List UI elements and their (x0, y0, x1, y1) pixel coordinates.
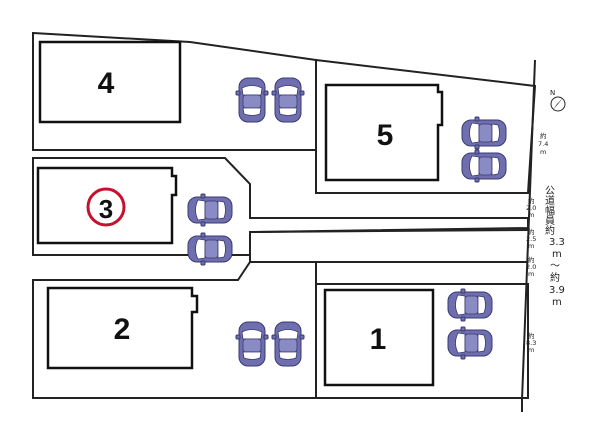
svg-text:m: m (528, 211, 534, 219)
lot-label-1: 1 (370, 323, 387, 356)
car-icon (461, 149, 507, 183)
dimension-2-5: 約 2.5 m (526, 227, 536, 250)
svg-text:m: m (528, 242, 534, 250)
svg-text:公道幅員約: 公道幅員約 (543, 185, 555, 236)
building-4 (38, 40, 182, 124)
access-road (249, 229, 529, 263)
car-icon (235, 321, 269, 367)
dimension-2-0-b: 約 2.0 m (526, 255, 536, 278)
svg-text:約: 約 (528, 331, 535, 340)
svg-text:2.5: 2.5 (526, 235, 536, 243)
svg-text:2.0: 2.0 (526, 204, 536, 212)
svg-text:m: m (552, 297, 562, 308)
car-icon (271, 77, 305, 123)
building-2 (46, 286, 199, 370)
car-icon (235, 77, 269, 123)
svg-text:3.3: 3.3 (549, 237, 565, 248)
compass-icon: N (550, 89, 566, 112)
svg-text:約: 約 (528, 227, 535, 236)
dimension-2-0-a: 約 2.0 m (526, 196, 536, 219)
svg-text:m: m (528, 270, 534, 278)
building-5 (324, 83, 444, 182)
car-icon (271, 321, 305, 367)
building-3 (36, 166, 178, 245)
lot-label-4: 4 (98, 67, 115, 100)
car-icon (187, 232, 233, 266)
road-label: 公道幅員約 3.3 m 〜 約 3.9 m (543, 185, 565, 308)
dimension-8-3: 約 8.3 m (526, 331, 536, 354)
highlight-circle (86, 187, 126, 227)
svg-text:約: 約 (540, 131, 547, 140)
lot-label-5: 5 (377, 119, 394, 152)
svg-text:8.3: 8.3 (526, 339, 536, 347)
car-icon (447, 326, 493, 360)
svg-text:m: m (528, 346, 534, 354)
svg-text:〜: 〜 (550, 261, 560, 272)
svg-text:7.4: 7.4 (538, 140, 548, 148)
dimension-7-4: 約 7.4 m (538, 131, 548, 156)
lot-label-3: 3 (99, 194, 113, 224)
svg-text:約: 約 (550, 271, 560, 284)
svg-text:2.0: 2.0 (526, 263, 536, 271)
svg-text:N: N (550, 89, 555, 97)
svg-text:3.9: 3.9 (549, 285, 565, 296)
car-icon (447, 288, 493, 322)
svg-text:m: m (540, 148, 546, 156)
car-icon (187, 193, 233, 227)
svg-text:m: m (552, 249, 562, 260)
svg-text:約: 約 (528, 255, 535, 264)
road-edge (521, 59, 536, 412)
car-icon (461, 116, 507, 150)
building-1 (323, 288, 435, 387)
lot-label-2: 2 (114, 313, 131, 346)
svg-text:約: 約 (528, 196, 535, 205)
